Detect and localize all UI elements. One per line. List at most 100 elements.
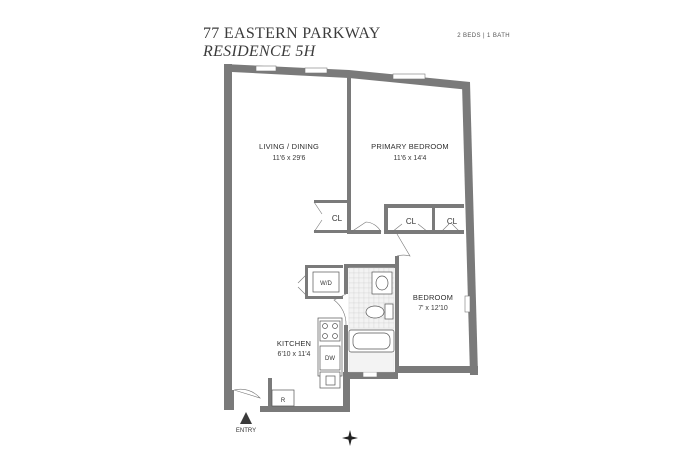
kitchen-bottom-wall [260, 406, 350, 412]
floor-tile [348, 277, 355, 284]
floor-tile [383, 297, 390, 304]
floor-tile [353, 307, 360, 314]
bedroom-label: BEDROOM [413, 293, 453, 302]
floor-tile [348, 317, 355, 324]
entry-left-wall [224, 390, 234, 410]
floor-tile [363, 272, 370, 279]
sink-bowl [325, 375, 336, 386]
floor-tile [353, 272, 360, 279]
refrigerator [271, 389, 295, 407]
left-wall [224, 64, 232, 394]
bedroom-left-wall [395, 256, 399, 372]
floor-tile [348, 282, 355, 289]
floor-tile [358, 322, 365, 329]
floor-tile [363, 292, 370, 299]
floor-tile [373, 317, 380, 324]
floor-tile [353, 297, 360, 304]
entry-door [233, 388, 261, 399]
bath-door [333, 293, 347, 326]
floor-tile [353, 292, 360, 299]
floor-tile [348, 307, 355, 314]
floor-tile [353, 277, 360, 284]
floor-tile [348, 267, 355, 274]
floor-tile [358, 317, 365, 324]
bedroom-door [396, 233, 411, 257]
floor-tile [363, 297, 370, 304]
primary-door [350, 221, 382, 233]
closet-top-wall [384, 204, 464, 208]
floor-tile [358, 307, 365, 314]
floor-tile [348, 272, 355, 279]
bed-bath-summary: 2 BEDS | 1 BATH [457, 33, 510, 39]
window-bath [362, 371, 378, 378]
kitchen-dims: 6'10 x 11'4 [278, 351, 311, 358]
toilet-tank [384, 303, 394, 320]
floor-tile [353, 267, 360, 274]
floor-tile [378, 317, 385, 324]
window-1 [255, 65, 277, 72]
floor-tile [368, 322, 375, 329]
primary-bedroom-label: PRIMARY BEDROOM [371, 142, 449, 151]
dishwasher [319, 345, 341, 371]
floor-tile [368, 317, 375, 324]
floor-tile [358, 292, 365, 299]
interior-walls [305, 76, 464, 377]
wd-left-wall [305, 265, 308, 299]
bath-left-top [344, 264, 348, 294]
entry-arrow-icon [240, 412, 252, 424]
floor-tile [378, 322, 385, 329]
floor-tile [383, 322, 390, 329]
windows [255, 65, 471, 378]
floor-tile [348, 312, 355, 319]
primary-bedroom-dims: 11'6 x 14'4 [394, 155, 427, 162]
closet-bottom-wall [388, 230, 464, 234]
floor-tile [373, 297, 380, 304]
floor-tile [348, 302, 355, 309]
floor-tile [353, 322, 360, 329]
floor-tile [358, 287, 365, 294]
living-dining-dims: 11'6 x 29'6 [273, 155, 306, 162]
north-compass-icon [342, 430, 358, 446]
living-closet-label: CL [332, 214, 343, 223]
burner-4 [332, 333, 338, 339]
closet-mid-wall [432, 204, 435, 234]
stove [319, 320, 341, 342]
bathroom [348, 267, 395, 373]
kitchen-fixtures [271, 317, 343, 407]
floor-tile [358, 312, 365, 319]
right-wall [462, 82, 478, 375]
floor-tile [348, 322, 355, 329]
floor-tile [353, 317, 360, 324]
floor-tile [358, 282, 365, 289]
floor-tile [388, 322, 395, 329]
bath-left-bottom [344, 325, 348, 377]
floor-tile [363, 322, 370, 329]
floor-tile [358, 267, 365, 274]
doors [233, 201, 461, 399]
bedroom-dims: 7' x 12'10 [418, 305, 448, 312]
floor-tile [363, 267, 370, 274]
floor-tile [358, 277, 365, 284]
primary-closet-label: CL [406, 217, 417, 226]
window-2 [304, 67, 328, 74]
wd-top-wall [305, 265, 343, 268]
floor-tile [363, 302, 370, 309]
refrigerator-label: R [281, 398, 286, 404]
washer-dryer [312, 271, 340, 293]
floor-tile [353, 302, 360, 309]
floor-tile [353, 282, 360, 289]
living-closet-top [314, 200, 348, 203]
kitchen-label: KITCHEN [277, 339, 311, 348]
living-primary-divider [347, 76, 351, 234]
floor-tile [388, 297, 395, 304]
bath-top-wall [344, 264, 395, 268]
burner-3 [322, 333, 328, 339]
primary-bottom-wall-left [351, 230, 381, 234]
floor-tile [368, 297, 375, 304]
residence-title: RESIDENCE 5H [203, 43, 316, 60]
floor-tile [348, 287, 355, 294]
floor-tile [353, 287, 360, 294]
second-closet-doors [440, 223, 461, 233]
entry-label: ENTRY [236, 428, 256, 434]
